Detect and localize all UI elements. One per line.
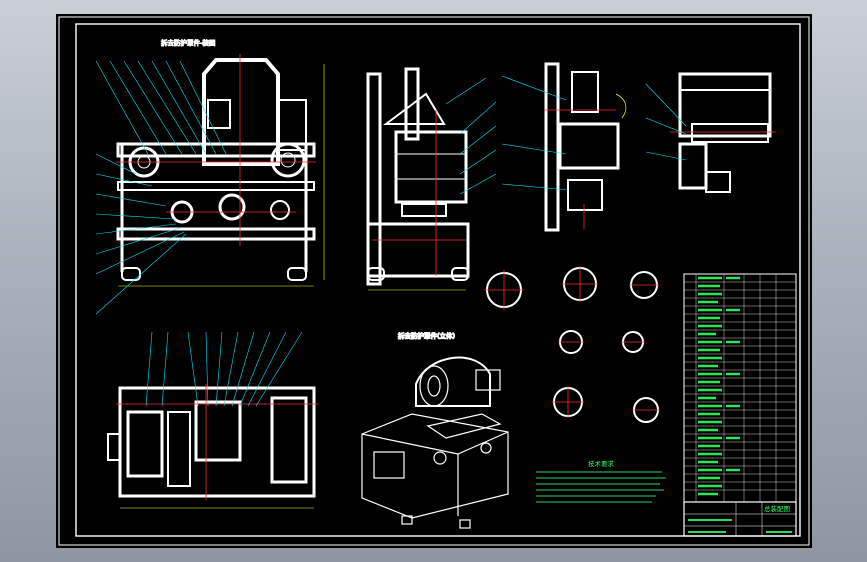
drawing-sheet: 拆去防护罩件-装图 xyxy=(56,14,812,548)
top-right-view xyxy=(645,72,776,193)
front-view-title: 拆去防护罩件-装图 xyxy=(161,38,215,47)
tech-requirements-title: 技术要求 xyxy=(588,459,615,468)
detail-sections xyxy=(484,266,660,423)
title-block: 总装配图 xyxy=(683,501,797,537)
iso-view-title: 拆去防护罩件(立体) xyxy=(398,331,455,340)
plan-view xyxy=(107,331,318,509)
title-block-name: 总装配图 xyxy=(764,504,790,513)
outer-border xyxy=(58,16,810,546)
isometric-view: 拆去防护罩件(立体) xyxy=(361,330,509,529)
inner-border xyxy=(75,23,801,537)
tech-requirements: 技术要求 xyxy=(536,459,666,503)
front-view: 拆去防护罩件-装图 xyxy=(95,38,325,315)
side-view xyxy=(366,67,497,291)
parts-list xyxy=(683,273,797,503)
section-view xyxy=(501,62,627,232)
drawing-canvas: 拆去防护罩件-装图 xyxy=(58,16,810,546)
